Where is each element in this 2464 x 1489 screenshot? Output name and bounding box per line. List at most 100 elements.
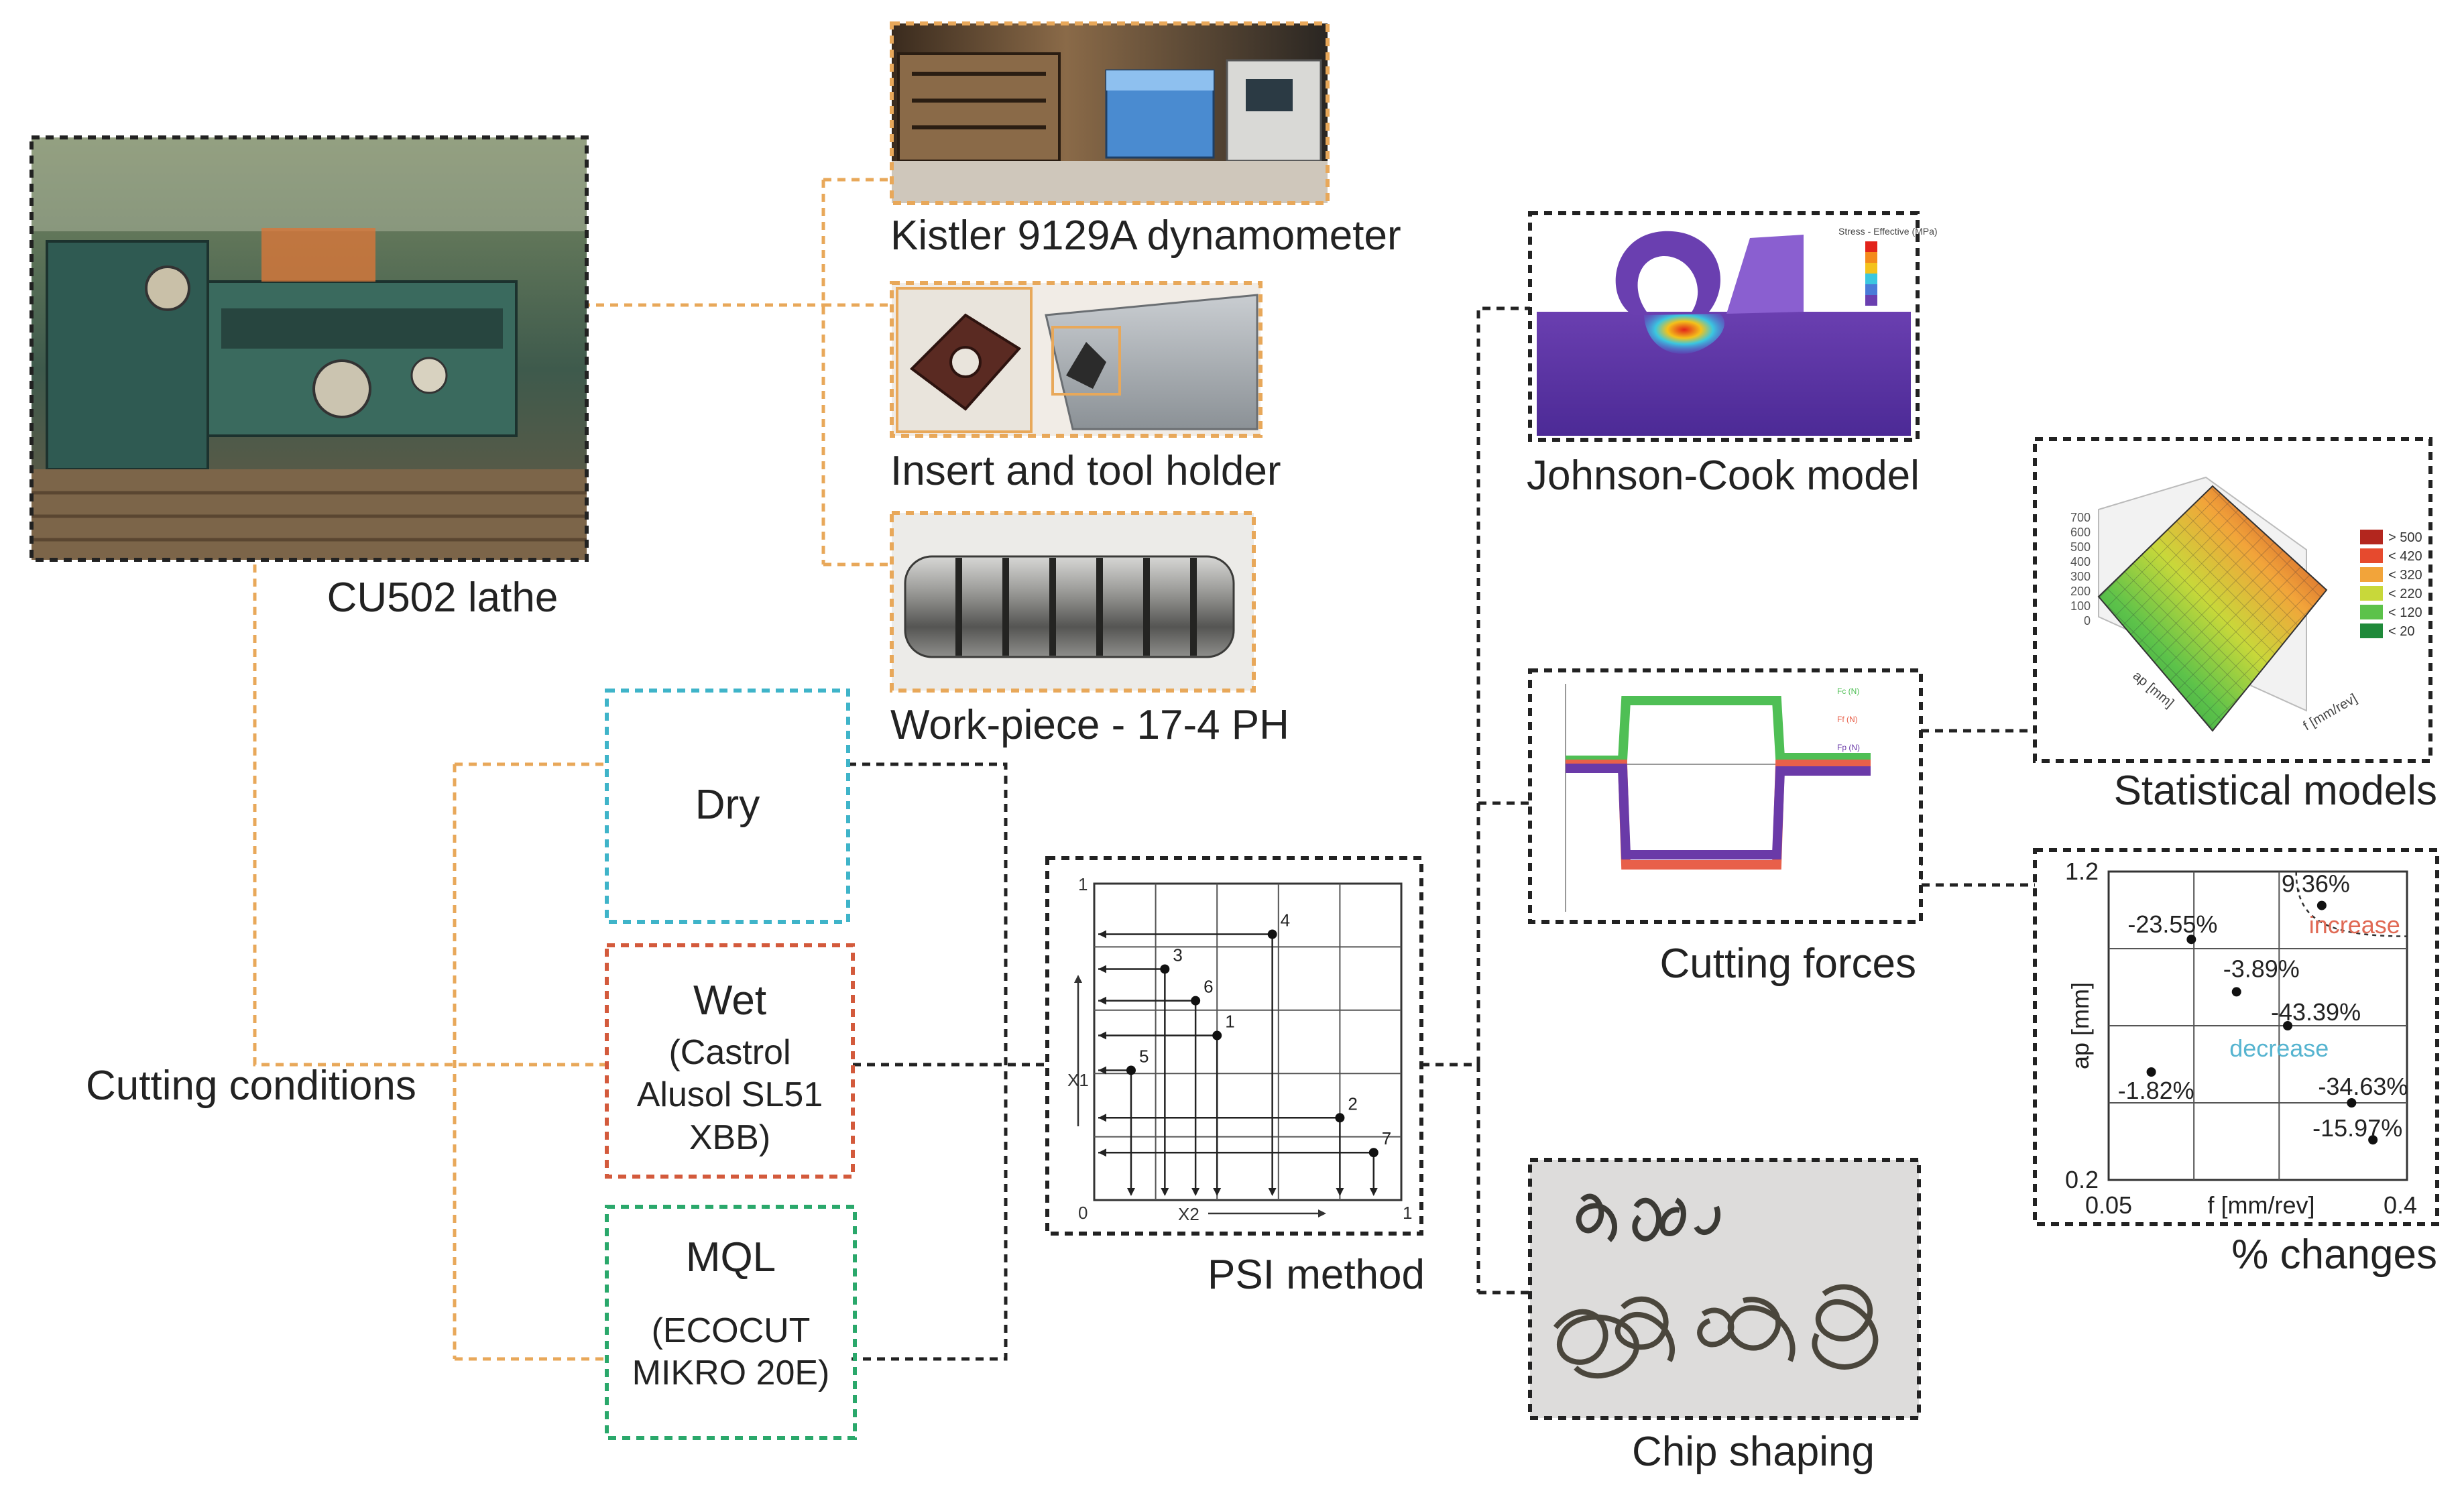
changes-y-tick-top: 1.2 (2065, 857, 2099, 885)
psi-arrow-y (1098, 1114, 1106, 1122)
percent-changes-panel: increasedecrease9.36%-23.55%-3.89%-43.39… (2033, 848, 2439, 1226)
stat-legend-swatch (2360, 605, 2383, 619)
stat-legend-label: < 320 (2388, 568, 2422, 583)
stat-z-tick: 0 (2084, 614, 2091, 628)
stat-legend-swatch (2360, 586, 2383, 601)
forces-plot-area: Fc (N)Ff (N)Fp (N) (1565, 684, 1871, 912)
psi-arrow-y (1098, 1148, 1106, 1157)
johnson-cook-panel: Stress - Effective (MPa) (1528, 211, 1938, 442)
stat-z-tick: 700 (2070, 511, 2091, 524)
insert-photo (890, 281, 1263, 438)
psi-arrow-x (1213, 1188, 1222, 1196)
stat-z-tick: 300 (2070, 570, 2091, 583)
stat-legend-label: > 500 (2388, 530, 2422, 545)
connector-lathe-conditions (253, 564, 607, 1067)
changes-point (2186, 935, 2196, 945)
connector-dry-psi (848, 762, 1008, 1361)
mql-label: MQL (ECOCUT MIKRO 20E) (607, 1232, 855, 1395)
jc-legend-swatches (1865, 241, 1877, 306)
stat-z-tick: 600 (2070, 526, 2091, 539)
psi-y-arrowhead (1074, 975, 1082, 983)
stat-legend-swatch (2360, 567, 2383, 582)
statistical-models-label: Statistical models (2114, 768, 2437, 814)
changes-decrease-label: decrease (2229, 1034, 2329, 1062)
psi-arrow-y (1098, 965, 1106, 973)
psi-point (1126, 1065, 1136, 1075)
psi-point-label: 2 (1348, 1093, 1357, 1114)
changes-point-label: -34.63% (2318, 1073, 2408, 1100)
psi-point (1368, 1148, 1378, 1158)
psi-arrow-y (1098, 996, 1106, 1005)
lathe-label: CU502 lathe (327, 575, 559, 621)
wet-line-1: (Castrol (668, 1032, 791, 1072)
psi-arrow-x (1369, 1188, 1378, 1196)
psi-x-axis-label: X2 (1178, 1204, 1199, 1224)
changes-increase-region (2295, 871, 2408, 937)
stat-legend-label: < 20 (2388, 624, 2414, 639)
psi-point-label: 3 (1173, 945, 1182, 965)
changes-increase-label: increase (2309, 911, 2400, 939)
psi-point (1267, 929, 1277, 939)
psi-point-label: 1 (1225, 1012, 1234, 1032)
psi-arrow-x (1191, 1188, 1200, 1196)
psi-x-tick-right: 1 (1403, 1203, 1412, 1223)
psi-y-tick-top: 1 (1078, 874, 1088, 894)
chip-shaping-label: Chip shaping (1632, 1429, 1875, 1475)
psi-arrow-y (1098, 1066, 1106, 1075)
lathe-photo (30, 135, 589, 562)
psi-point (1212, 1030, 1222, 1040)
mql-line-2: MIKRO 20E) (632, 1354, 830, 1393)
changes-point-label: 9.36% (2282, 870, 2350, 898)
wet-line-3: XBB) (689, 1118, 771, 1157)
changes-point (2316, 900, 2327, 910)
changes-point-label: -23.55% (2127, 910, 2217, 938)
workpiece-label: Work-piece - 17-4 PH (890, 702, 1289, 748)
psi-frame (1093, 882, 1403, 1201)
stat-z-tick: 500 (2070, 540, 2091, 554)
stat-z-tick: 200 (2070, 585, 2091, 598)
dry-label: Dry (607, 780, 848, 831)
changes-y-axis-label: ap [mm] (2066, 982, 2094, 1069)
statistical-models-panel: > 500< 420< 320< 220< 120< 2070060050040… (2033, 437, 2432, 763)
wet-title: Wet (693, 977, 767, 1024)
changes-x-tick-left: 0.05 (2085, 1191, 2132, 1219)
psi-point-label: 5 (1139, 1046, 1149, 1066)
psi-point (1335, 1113, 1345, 1123)
psi-arrow-y (1098, 930, 1106, 939)
dry-title: Dry (695, 782, 760, 828)
forces-series-line (1566, 764, 1871, 859)
psi-x-arrowhead (1318, 1209, 1326, 1217)
psi-tick-origin: 0 (1078, 1203, 1088, 1223)
forces-legend-entry: Fp (N) (1837, 743, 1860, 752)
mql-line-1: (ECOCUT (651, 1311, 811, 1350)
changes-plot-area: increasedecrease9.36%-23.55%-3.89%-43.39… (2065, 857, 2417, 1219)
cutting-forces-label: Cutting forces (1659, 941, 1916, 987)
stat-legend-label: < 220 (2388, 587, 2422, 601)
changes-point-label: -15.97% (2312, 1114, 2402, 1142)
dynamometer-label: Kistler 9129A dynamometer (890, 213, 1401, 259)
psi-point-label: 7 (1382, 1128, 1391, 1148)
chip-shaping-photo (1528, 1158, 1921, 1420)
changes-point-label: -1.82% (2118, 1077, 2194, 1104)
psi-label: PSI method (1208, 1252, 1425, 1298)
stat-legend-label: < 120 (2388, 605, 2422, 620)
stat-z-tick: 100 (2070, 599, 2091, 613)
changes-x-axis-label: f [mm/rev] (2208, 1191, 2315, 1219)
changes-point-label: -3.89% (2223, 955, 2300, 982)
stat-legend-swatch (2360, 623, 2383, 638)
johnson-cook-label: Johnson-Cook model (1527, 453, 1920, 499)
connectors (253, 178, 2035, 1361)
cutting-forces-panel: Fc (N)Ff (N)Fp (N) (1528, 668, 1923, 924)
psi-point (1191, 996, 1201, 1006)
psi-arrow-y (1098, 1031, 1106, 1040)
psi-y-axis-label: X1 (1067, 1070, 1089, 1090)
psi-arrow-x (1126, 1188, 1135, 1196)
psi-arrow-x (1336, 1188, 1344, 1196)
psi-point-label: 6 (1204, 977, 1213, 997)
insert-label: Insert and tool holder (890, 448, 1281, 494)
psi-point-label: 4 (1281, 910, 1290, 931)
changes-point (2283, 1021, 2292, 1030)
